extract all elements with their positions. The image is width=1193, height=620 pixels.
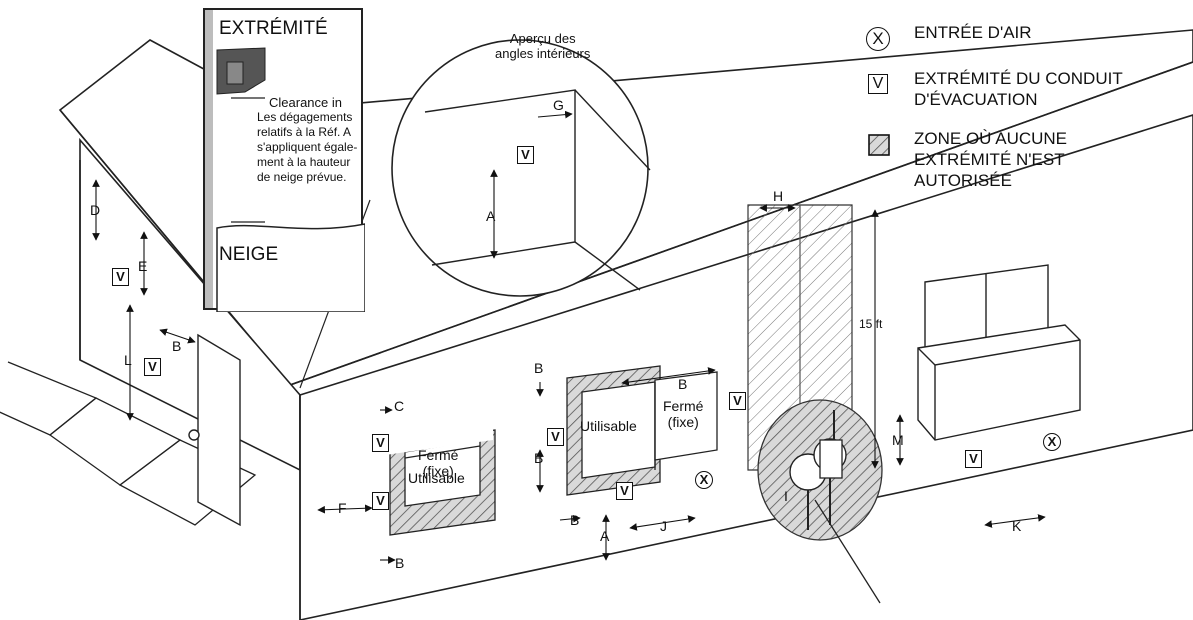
inset-clearance-label: Clearance in xyxy=(269,95,342,110)
legend-no-terminal-line3: AUTORISÉE xyxy=(914,171,1012,190)
legend-vent-terminal-line2: D'ÉVACUATION xyxy=(914,90,1038,109)
left-window-closed-line1: Fermé xyxy=(418,447,459,463)
dim-label-a-corner: A xyxy=(486,208,496,224)
gas-meter-zone xyxy=(757,399,883,604)
air-inlet-marker: X xyxy=(695,471,713,489)
dim-label-i: I xyxy=(784,488,788,504)
legend-vent-terminal-line1: EXTRÉMITÉ DU CONDUIT xyxy=(914,69,1123,88)
inset-note: Les dégagements relatifs à la Réf. A s'a… xyxy=(257,110,357,185)
vent-terminal-marker: V xyxy=(729,392,746,410)
corner-view-title-line2: angles intérieurs xyxy=(495,45,591,61)
middle-window-usable-label: Utilisable xyxy=(580,418,637,434)
snow-clearance-inset: EXTRÉMITÉ Clearance in Les dégagements r… xyxy=(203,8,365,312)
vent-terminal-marker: V xyxy=(547,428,564,446)
left-window-closed-line2: (fixe) xyxy=(422,463,454,480)
corner-view-title-line1: Aperçu des xyxy=(509,31,576,46)
vent-terminal-legend-icon: V xyxy=(868,74,888,94)
legend-no-terminal-line1: ZONE OÙ AUCUNE xyxy=(914,129,1068,148)
legend-vent-terminal: EXTRÉMITÉ DU CONDUIT D'ÉVACUATION xyxy=(914,68,1123,110)
vent-terminal-marker: V xyxy=(517,146,534,164)
vent-terminal-marker: V xyxy=(372,492,389,510)
legend-no-terminal: ZONE OÙ AUCUNE EXTRÉMITÉ N'EST AUTORISÉE xyxy=(914,128,1067,191)
legend-air-inlet: ENTRÉE D'AIR xyxy=(914,23,1032,42)
inset-note-line: de neige prévue. xyxy=(257,170,347,184)
inset-top-label: EXTRÉMITÉ xyxy=(219,18,328,39)
vent-terminal-marker: V xyxy=(112,268,129,286)
dim-label-m: M xyxy=(892,432,904,448)
vent-terminal-marker: V xyxy=(144,358,161,376)
left-window-closed-label: Fermé (fixe) xyxy=(418,447,458,479)
dim-label-g: G xyxy=(553,97,564,113)
dim-label-l: L xyxy=(124,352,132,368)
vent-terminal-marker: V xyxy=(372,434,389,452)
dim-label-k: K xyxy=(1012,518,1022,534)
ground-slabs xyxy=(0,361,257,526)
dim-label-b-right: B xyxy=(678,376,688,392)
right-window-box xyxy=(917,264,1081,441)
inset-graphics xyxy=(216,47,365,312)
inset-note-line: ment à la hauteur xyxy=(257,155,351,169)
inset-note-line: relatifs à la Réf. A xyxy=(257,125,352,139)
dim-label-b-top: B xyxy=(534,360,544,376)
middle-window-closed-line1: Fermé xyxy=(663,398,704,414)
left-window-usable-label: Utilisable xyxy=(408,470,465,486)
dim-label-d: D xyxy=(90,202,101,218)
dim-label-b-mid: B xyxy=(534,450,544,466)
vent-terminal-marker: V xyxy=(965,450,982,468)
middle-window-zone xyxy=(566,365,718,496)
left-window-zone xyxy=(385,395,496,536)
corner-view-title: Aperçu des angles intérieurs xyxy=(495,31,591,62)
side-door xyxy=(188,333,241,527)
no-terminal-legend-icon xyxy=(868,134,890,156)
air-inlet-marker: X xyxy=(1043,433,1061,451)
dim-label-c: C xyxy=(394,398,405,414)
dim-label-b-bottom: B xyxy=(395,555,405,571)
dim-label-h: H xyxy=(773,188,784,204)
dim-label-a-front: A xyxy=(600,528,610,544)
middle-window-closed-line2: (fixe) xyxy=(667,414,699,431)
dim-label-e: E xyxy=(138,258,148,274)
inset-wall-bar xyxy=(205,10,213,308)
inset-bottom-label: NEIGE xyxy=(219,244,279,265)
middle-window-closed-label: Fermé (fixe) xyxy=(663,398,703,430)
air-inlet-legend-icon: X xyxy=(866,27,890,51)
legend-no-terminal-line2: EXTRÉMITÉ N'EST xyxy=(914,150,1065,169)
vent-terminal-marker: V xyxy=(616,482,633,500)
inset-note-line: s'appliquent égale- xyxy=(257,140,358,154)
inset-note-line: Les dégagements xyxy=(257,110,353,124)
dim-label-b-side: B xyxy=(172,338,182,354)
dim-label-15ft: 15 ft xyxy=(859,317,883,331)
dim-label-f: F xyxy=(338,500,347,516)
dim-label-b-lower: B xyxy=(570,512,580,528)
dim-label-j: J xyxy=(660,518,667,534)
